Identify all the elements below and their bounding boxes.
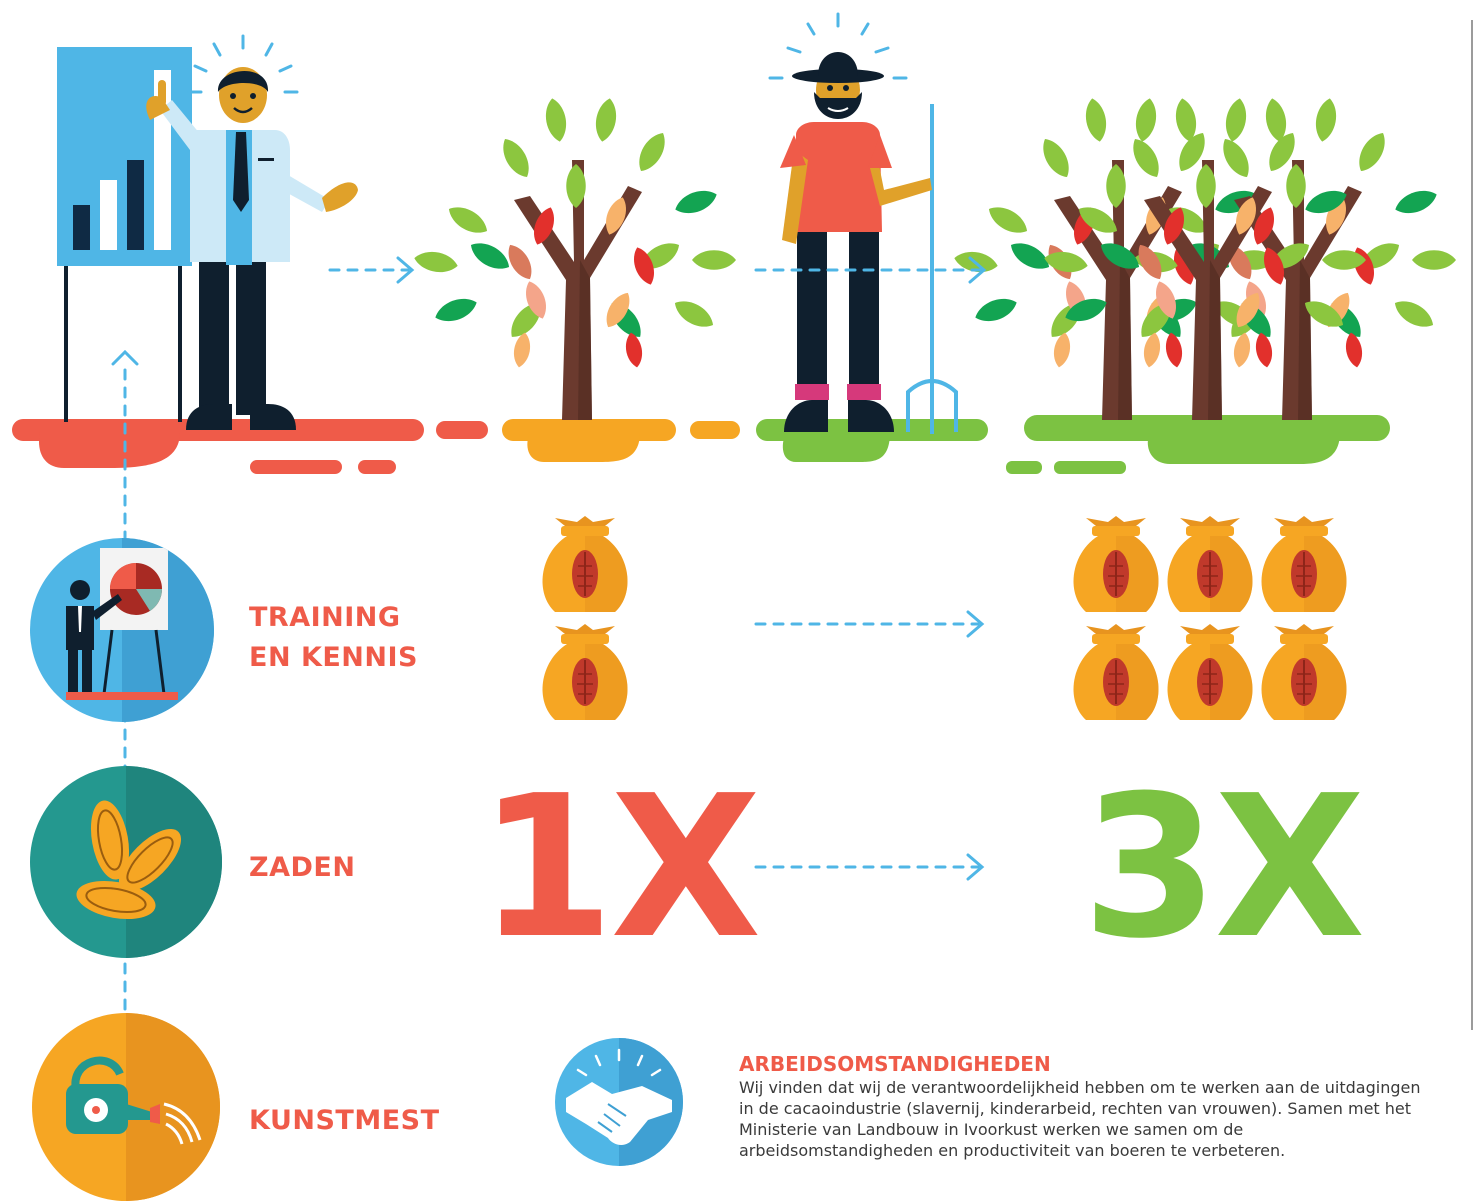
- arrows-top: [328, 256, 987, 284]
- arrow-bags: [754, 610, 985, 638]
- cacao-tree-icon: [413, 97, 736, 420]
- seeds-icon: [30, 766, 222, 958]
- training-label: TRAINING EN KENNIS: [249, 602, 418, 673]
- seeds-label: ZADEN: [249, 852, 356, 883]
- arrow-vertical: [111, 349, 139, 1014]
- page-edge-rule: [1471, 20, 1473, 1030]
- cacao-bags-before: [541, 515, 629, 721]
- multiplier-before: 1X: [478, 754, 761, 982]
- multiplier-after: 3X: [1082, 754, 1365, 982]
- fertilizer-label: KUNSTMEST: [249, 1105, 440, 1136]
- trainer-icon: [57, 34, 358, 430]
- cacao-trees-group: [953, 97, 1456, 420]
- handshake-icon: [555, 1038, 683, 1166]
- labor-title: ARBEIDSOMSTANDIGHEDEN: [739, 1052, 1051, 1076]
- labor-body: Wij vinden dat wij de verantwoordelijkhe…: [739, 1078, 1421, 1160]
- cacao-bags-after: [1072, 515, 1348, 721]
- watering-can-icon: [32, 1013, 220, 1201]
- presentation-icon: [30, 538, 214, 722]
- farmer-icon: [768, 12, 958, 434]
- arrow-multiplier: [754, 853, 985, 881]
